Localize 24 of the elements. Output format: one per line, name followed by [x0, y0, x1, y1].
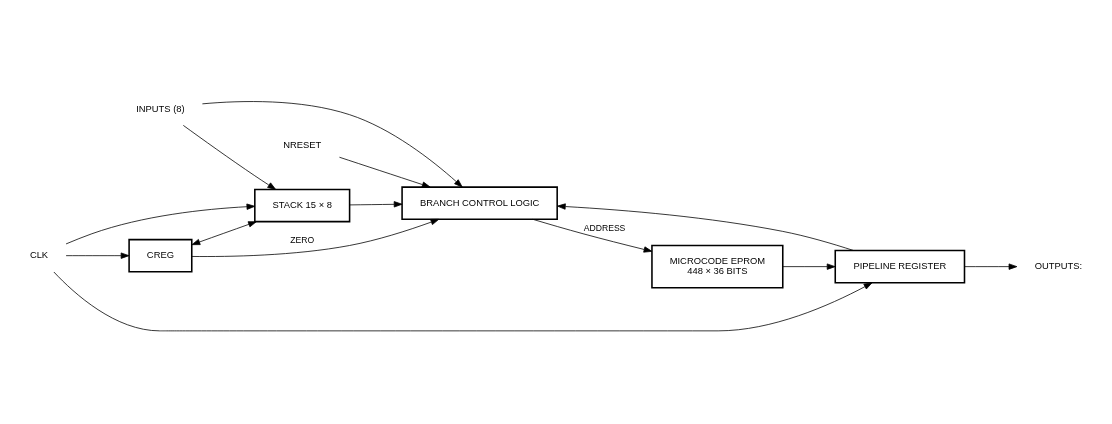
arrow	[191, 218, 440, 257]
node-box: PIPELINE REGISTER	[834, 249, 966, 284]
arrow	[782, 263, 836, 270]
node-box: BRANCH CONTROL LOGIC	[401, 186, 558, 221]
node-box: CREG	[128, 238, 193, 273]
node-text: INPUTS (8)	[136, 102, 185, 114]
edge-label: ZERO	[290, 234, 315, 245]
node-box: STACK 15 × 8	[254, 188, 351, 223]
arrow	[964, 263, 1018, 270]
arrow	[557, 203, 854, 251]
node-text: OUTPUTS:	[1034, 260, 1083, 272]
node-text: CLK	[29, 249, 49, 261]
edge-label: ADDRESS	[583, 223, 626, 234]
arrow	[65, 252, 130, 259]
arrow	[65, 203, 256, 245]
arrow	[339, 156, 431, 188]
arrow	[182, 125, 276, 190]
node-text: NRESET	[283, 138, 322, 150]
arrow	[191, 221, 257, 246]
arrow	[202, 101, 463, 188]
arrow	[349, 201, 403, 208]
arrow	[53, 271, 873, 332]
arrow	[532, 218, 653, 253]
node-box: MICROCODE EPROM 448 × 36 BITS	[651, 244, 784, 289]
